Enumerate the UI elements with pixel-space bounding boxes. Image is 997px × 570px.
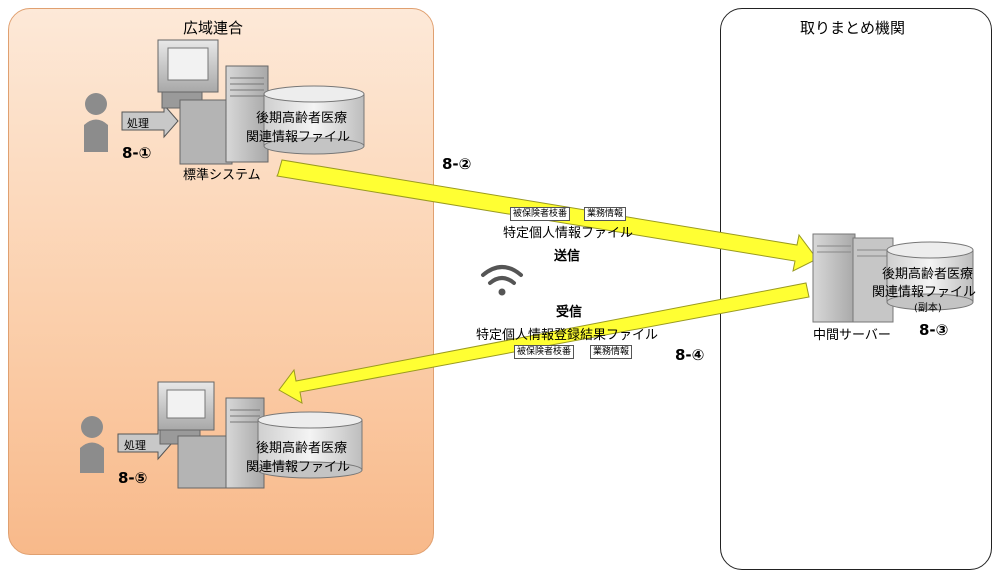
region-title-left: 広域連合 [183,19,244,37]
person-icon-bottom [80,416,104,473]
server-icon [812,233,894,323]
database-icon-top [263,85,365,155]
process-label-bottom: 処理 [124,439,146,452]
tag-hihokensha-edaban-send: 被保険者枝番 [510,207,571,221]
workstation-icon-bottom [157,381,265,489]
db-label-server-line3: (副本) [914,303,942,314]
db-label-server-line1: 後期高齢者医療 [882,267,974,282]
send-file-label: 特定個人情報ファイル [503,226,634,241]
step-8-5: 8-⑤ [118,469,148,487]
step-8-1: 8-① [122,144,152,162]
db-label-bottom-line2: 関連情報ファイル [246,460,351,475]
step-8-2: 8-② [442,155,472,173]
person-icon-top [84,93,108,152]
workstation-icon-top [157,39,269,165]
receive-file-label: 特定個人情報登録結果ファイル [476,328,659,343]
system-label: 標準システム [183,168,261,183]
tag-gyomu-joho-send: 業務情報 [584,207,627,221]
receive-arrow [278,282,810,404]
region-title-right: 取りまとめ機関 [800,19,906,37]
diagram-graphics [80,39,974,489]
receive-action-label: 受信 [556,305,583,320]
db-label-top-line1: 後期高齢者医療 [256,111,348,126]
step-8-3: 8-③ [919,321,949,339]
step-8-4: 8-④ [675,346,705,364]
tag-gyomu-joho-receive: 業務情報 [590,345,633,359]
tag-hihokensha-edaban-receive: 被保険者枝番 [514,345,575,359]
db-label-server-line2: 関連情報ファイル [872,285,977,300]
db-label-bottom-line1: 後期高齢者医療 [256,441,348,456]
server-label: 中間サーバー [813,328,891,343]
database-icon-server [886,241,974,311]
process-arrow-top [121,103,179,139]
process-arrow-bottom [117,425,173,461]
process-label-top: 処理 [127,117,149,130]
send-action-label: 送信 [554,249,581,264]
db-label-top-line2: 関連情報ファイル [246,130,351,145]
database-icon-bottom [257,411,363,479]
wifi-icon [481,265,523,296]
